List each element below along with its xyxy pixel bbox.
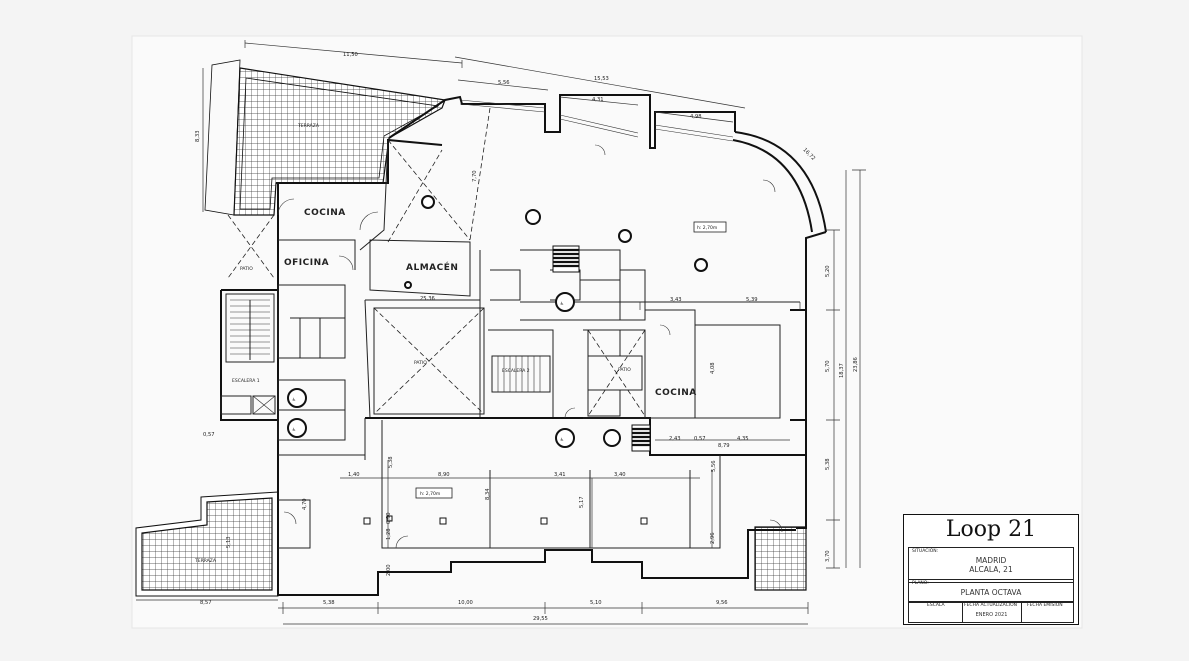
- patio-core: PATIO: [587, 329, 646, 417]
- room-label-escalera-2: ESCALERA 2: [502, 368, 530, 374]
- dim-row4: 3,40: [614, 472, 626, 478]
- dim-corr-b: 5,39: [746, 297, 758, 303]
- room-label-oficina: OFICINA: [284, 258, 329, 268]
- dim-b2: 10,00: [458, 600, 473, 606]
- room-label-cocina-2: COCINA: [655, 388, 697, 398]
- round-columns: [404, 195, 708, 289]
- dim-corr: 3,43: [670, 297, 682, 303]
- dim-top-c: 4,31: [592, 97, 604, 103]
- svg-text:♿: ♿: [560, 437, 564, 443]
- dim-v8: 2,96: [710, 532, 716, 544]
- dim-b1: 5,38: [323, 600, 335, 606]
- dim-row2: 8,90: [438, 472, 450, 478]
- company-logo: Loop 21: [945, 517, 1037, 542]
- stair-2: ESCALERA 2: [491, 355, 551, 393]
- dim-top-d: 4,98: [690, 114, 702, 120]
- room-label-terraza-bottom: TERRAZA: [194, 558, 217, 564]
- dim-bl: 8,57: [200, 600, 212, 606]
- situacion-label: SITUACIÓN:: [912, 549, 939, 554]
- plano-section: PLANO: PLANTA OCTAVA: [908, 579, 1074, 603]
- dim-m2: 0,57: [694, 436, 706, 442]
- dim-bt: 29,55: [533, 616, 548, 622]
- dimensions: [136, 40, 866, 625]
- patio-left: PATIO: [227, 214, 275, 279]
- core: ♿ ♿: [555, 292, 621, 448]
- dim-b4: 9,56: [716, 600, 728, 606]
- escala-label: ESCALA: [927, 603, 945, 608]
- dim-inner-a: 7,70: [472, 170, 478, 182]
- dim-r3: 5,38: [825, 458, 831, 470]
- title-block: Loop 21 SITUACIÓN: MADRID ALCALA, 21 PLA…: [903, 514, 1079, 625]
- actualizacion-label: FECHA ACTUALIZACIÓN: [964, 603, 1018, 608]
- dim-r2: 5,70: [825, 360, 831, 372]
- dim-v4: 5,56: [711, 460, 717, 472]
- svg-text:♿: ♿: [292, 427, 296, 433]
- actualizacion-value: ENERO 2021: [975, 612, 1008, 618]
- emision-label: FECHA EMISIÓN: [1027, 603, 1063, 608]
- dim-row3: 3,41: [554, 472, 566, 478]
- dim-top-a: 5,56: [498, 80, 510, 86]
- dim-left-terrace: 8,33: [195, 130, 201, 142]
- bathrooms-left: ♿ ♿: [277, 284, 346, 441]
- terrace-right: [754, 526, 807, 591]
- situacion-section: SITUACIÓN: MADRID ALCALA, 21: [908, 547, 1074, 583]
- dim-small: 25,36: [420, 296, 435, 302]
- patio-central: PATIO: [373, 307, 485, 415]
- dim-r4: 3,70: [825, 550, 831, 562]
- dim-m4: 8,79: [718, 443, 730, 449]
- dim-v5: 4,70: [302, 498, 308, 510]
- emision-cell: FECHA EMISIÓN: [1021, 602, 1073, 622]
- svg-text:♿: ♿: [292, 397, 296, 403]
- dim-v7: 0,90: [386, 512, 392, 524]
- actualizacion-cell: FECHA ACTUALIZACIÓN ENERO 2021: [962, 602, 1022, 622]
- room-label-patio: PATIO: [414, 360, 427, 366]
- dim-top-b: 15,53: [594, 76, 609, 82]
- dim-m3: 4,35: [737, 436, 749, 442]
- dim-r1: 5,20: [825, 265, 831, 277]
- room-label-patio-left: PATIO: [240, 266, 253, 272]
- dim-top-total: 11,50: [343, 52, 358, 58]
- dim-v3: 5,17: [579, 496, 585, 508]
- room-label-terraza: TERRAZA: [297, 123, 320, 129]
- room-label-cocina: COCINA: [304, 208, 346, 218]
- situacion-address: ALCALA, 21: [969, 565, 1013, 574]
- stair-1: ESCALERA 1: [220, 293, 276, 415]
- height-tag-main-text: h: 2,70m: [697, 225, 717, 231]
- dim-k1: 4,08: [710, 362, 716, 374]
- dim-v10: 5,13: [226, 536, 232, 548]
- square-columns: [363, 515, 648, 525]
- height-tag-lower: [415, 487, 453, 499]
- dates-section: ESCALA FECHA ACTUALIZACIÓN ENERO 2021 FE…: [908, 601, 1074, 623]
- outer-walls: [220, 94, 827, 596]
- room-label-escalera-1: ESCALERA 1: [232, 378, 260, 384]
- dim-b3: 5,10: [590, 600, 602, 606]
- height-tag-lower-text: h: 2,70m: [420, 491, 440, 497]
- escala-cell: ESCALA: [909, 602, 963, 622]
- dim-v1: 5,38: [388, 456, 394, 468]
- plano-label: PLANO:: [912, 581, 929, 586]
- doors: [277, 144, 783, 549]
- dim-v9: 2,00: [386, 564, 392, 576]
- height-tag-main: [693, 221, 727, 233]
- svg-text:♿: ♿: [560, 301, 564, 307]
- room-label-almacen: ALMACÉN: [406, 261, 458, 273]
- dim-v2: 8,34: [485, 488, 491, 500]
- plano-value: PLANTA OCTAVA: [960, 588, 1022, 597]
- dim-rt1: 18,37: [839, 363, 845, 378]
- window-bands: [459, 99, 734, 142]
- ceiling-lines: [387, 139, 471, 243]
- dim-ls: 0,57: [203, 432, 215, 438]
- dim-m1: 2,43: [669, 436, 681, 442]
- terrace-bottom: TERRAZA: [135, 491, 279, 597]
- dim-v6: 1,28: [386, 528, 392, 540]
- dim-row1: 1,40: [348, 472, 360, 478]
- dim-rt2: 23,86: [853, 357, 859, 372]
- ceiling-line-2: [469, 107, 491, 241]
- situacion-city: MADRID: [975, 556, 1007, 565]
- room-label-patio-core: PATIO: [618, 367, 631, 373]
